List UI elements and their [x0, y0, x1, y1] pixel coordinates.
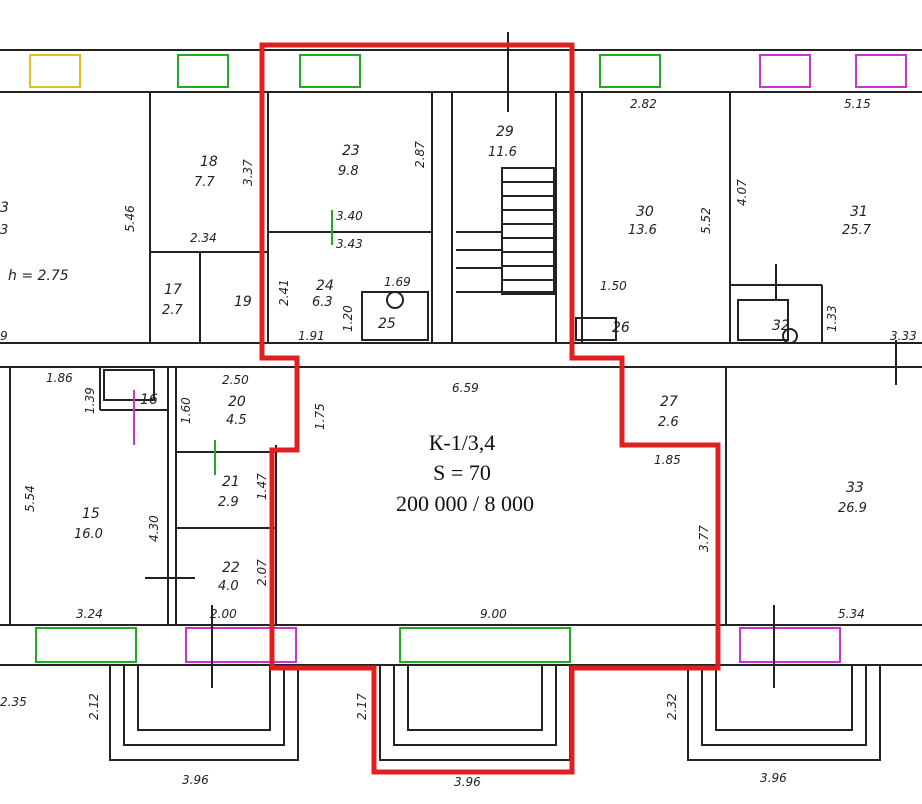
dim-554: 5.54 — [23, 485, 37, 512]
dim-340: 3.40 — [336, 209, 363, 223]
room-21-number: 21 — [222, 474, 240, 490]
dim-396-right: 3.96 — [760, 771, 787, 785]
dim-217: 2.17 — [355, 693, 369, 720]
room-29-area: 11.6 — [488, 145, 517, 160]
dim-396-center: 3.96 — [454, 775, 481, 789]
dim-250: 2.50 — [222, 373, 249, 387]
room-30-number: 30 — [636, 204, 654, 220]
dim-324: 3.24 — [76, 607, 103, 621]
room-31-number: 31 — [850, 204, 868, 220]
dim-120: 1.20 — [341, 305, 355, 332]
dim-191: 1.91 — [298, 329, 325, 343]
dim-147: 1.47 — [255, 473, 269, 500]
room-33-number: 33 — [846, 480, 864, 496]
room-18-number: 18 — [200, 154, 218, 170]
room-23-area: 9.8 — [338, 164, 359, 179]
room-24-number: 24 — [316, 278, 334, 294]
room-17-number: 17 — [164, 282, 182, 298]
room-33-area: 26.9 — [838, 501, 867, 516]
dim-407: 4.07 — [735, 179, 749, 206]
dim-430: 4.30 — [147, 515, 161, 542]
room-20-area: 4.5 — [226, 413, 247, 428]
room-24-area: 6.3 — [312, 295, 333, 310]
dim-139: 1.39 — [83, 387, 97, 414]
dim-377: 3.77 — [697, 525, 711, 552]
room-17-area: 2.7 — [162, 303, 183, 318]
dim-235: 2.35 — [0, 695, 27, 709]
room-31-area: 25.7 — [842, 223, 872, 238]
dim-150: 1.50 — [600, 279, 627, 293]
dim-337: 3.37 — [241, 159, 255, 186]
room-27-area: 2.6 — [658, 415, 679, 430]
dimension-labels: 2.82 5.15 3.37 5.46 2.34 2.87 3.40 3.43 … — [0, 97, 917, 789]
unit-info: К-1/3,4 S = 70 200 000 / 8 000 — [396, 430, 534, 516]
dim-234: 2.34 — [190, 231, 217, 245]
room-16-number: 16 — [140, 392, 158, 408]
room-30-area: 13.6 — [628, 223, 657, 238]
dim-212: 2.12 — [87, 693, 101, 720]
room-15-number: 15 — [82, 506, 100, 522]
dim-515: 5.15 — [844, 97, 871, 111]
dim-396-left: 3.96 — [182, 773, 209, 787]
dim-900: 9.00 — [480, 607, 507, 621]
dim-160: 1.60 — [179, 397, 193, 424]
room-22-number: 22 — [222, 560, 240, 576]
dim-546: 5.46 — [123, 205, 137, 232]
room-15-area: 16.0 — [74, 527, 103, 542]
window-marks — [29, 32, 907, 688]
dim-343: 3.43 — [336, 237, 363, 251]
dim-175: 1.75 — [313, 403, 327, 430]
left-edge-label: 9 — [0, 329, 8, 343]
dim-232: 2.32 — [665, 693, 679, 720]
height-label: h = 2.75 — [8, 268, 69, 284]
room-18-area: 7.7 — [194, 175, 215, 190]
room-29-number: 29 — [496, 124, 514, 140]
dim-133: 1.33 — [825, 305, 839, 332]
dim-333: 3.33 — [890, 329, 917, 343]
dim-552: 5.52 — [699, 207, 713, 234]
dim-200: 2.00 — [210, 607, 237, 621]
dim-241: 2.41 — [277, 279, 291, 306]
room-22-area: 4.0 — [218, 579, 239, 594]
room-23-number: 23 — [342, 143, 360, 159]
unit-area: S = 70 — [433, 460, 491, 485]
dim-659: 6.59 — [452, 381, 479, 395]
room-26-number: 26 — [612, 320, 630, 336]
dim-186: 1.86 — [46, 371, 73, 385]
room-19-number: 19 — [234, 294, 252, 310]
room-20-number: 20 — [228, 394, 246, 410]
dim-282: 2.82 — [630, 97, 657, 111]
room-21-area: 2.9 — [218, 495, 239, 510]
room-32-number: 32 — [772, 318, 790, 334]
dim-287: 2.87 — [413, 141, 427, 168]
room-25-number: 25 — [378, 316, 396, 332]
room-left-area: 3 — [0, 223, 8, 238]
unit-price: 200 000 / 8 000 — [396, 491, 534, 516]
dim-207: 2.07 — [255, 559, 269, 586]
room-left-number: 3 — [0, 200, 9, 216]
highlight-boundary — [259, 42, 721, 775]
unit-code: К-1/3,4 — [429, 430, 496, 455]
walls — [0, 49, 922, 761]
dim-534: 5.34 — [838, 607, 865, 621]
room-27-number: 27 — [660, 394, 678, 410]
dim-169: 1.69 — [384, 275, 411, 289]
room-labels: 3 3 h = 2.75 9 18 7.7 17 2.7 19 23 9.8 2… — [0, 124, 872, 594]
dim-185: 1.85 — [654, 453, 681, 467]
